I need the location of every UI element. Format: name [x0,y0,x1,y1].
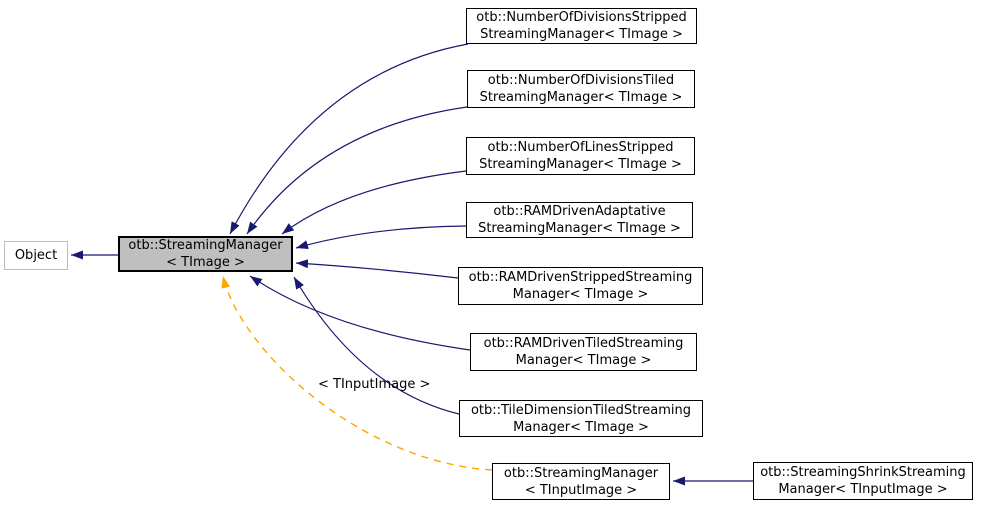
node-numberofdivisionsstripped[interactable]: otb::NumberOfDivisionsStripped Streaming… [466,8,697,44]
node-label: otb::NumberOfLinesStripped [487,140,674,155]
node-ramdriventiled[interactable]: otb::RAMDrivenTiledStreaming Manager< TI… [470,333,697,371]
node-label: Manager< TImage > [513,419,649,435]
node-label: StreamingManager< TImage > [479,90,683,105]
edge-ramdriventiled-to-base [249,275,471,351]
node-label: otb::StreamingManager [128,238,283,253]
node-label: otb::NumberOfDivisionsTiled [487,73,675,88]
node-label: otb::RAMDrivenStrippedStreaming [468,270,693,285]
edge-tiledimensiontiled-to-base [293,276,460,415]
node-numberofdivisionstiled[interactable]: otb::NumberOfDivisionsTiled StreamingMan… [467,70,695,108]
node-streamingmanager-timage: otb::StreamingManager < TImage > [118,236,293,272]
node-label: StreamingManager< TImage > [480,27,683,42]
edge-ramdrivenadaptative-to-base [295,225,467,250]
node-label: < TInputImage > [524,482,638,498]
template-edge-label: < TInputImage > [318,377,431,392]
node-ramdrivenadaptative[interactable]: otb::RAMDrivenAdaptative StreamingManage… [466,202,693,238]
node-streamingmanager-tinputimage[interactable]: otb::StreamingManager < TInputImage > [492,463,670,500]
edge-numberofdivisionsstripped-to-base [229,43,469,235]
node-label: StreamingManager< TImage > [479,157,682,172]
node-label: otb::NumberOfDivisionsStripped [476,10,687,25]
node-streamingshrink[interactable]: otb::StreamingShrinkStreaming Manager< T… [753,462,973,500]
node-label: otb::StreamingShrinkStreaming [760,465,966,480]
node-tiledimensiontiled[interactable]: otb::TileDimensionTiledStreaming Manager… [459,400,703,437]
node-numberoflinesstripped[interactable]: otb::NumberOfLinesStripped StreamingMana… [466,137,695,175]
edge-template-instantiation [221,275,493,471]
node-label: StreamingManager< TImage > [478,221,681,236]
node-label: otb::StreamingManager [503,465,659,481]
edge-numberoflinesstripped-to-base [281,170,467,235]
node-label: Object [14,248,58,263]
node-label: Manager< TInputImage > [778,482,948,497]
node-label: Manager< TImage > [512,287,649,302]
node-object: Object [4,241,68,270]
node-ramdrivenstripped[interactable]: otb::RAMDrivenStrippedStreaming Manager<… [458,267,703,305]
node-label: otb::RAMDrivenAdaptative [493,204,666,219]
edge-numberofdivisionstiled-to-base [246,106,468,235]
edge-ramdrivenstripped-to-base [295,259,459,279]
node-label: otb::TileDimensionTiledStreaming [470,402,692,418]
node-label: Manager< TImage > [515,353,652,368]
node-label: otb::RAMDrivenTiledStreaming [483,336,684,351]
node-label: < TImage > [166,255,245,270]
